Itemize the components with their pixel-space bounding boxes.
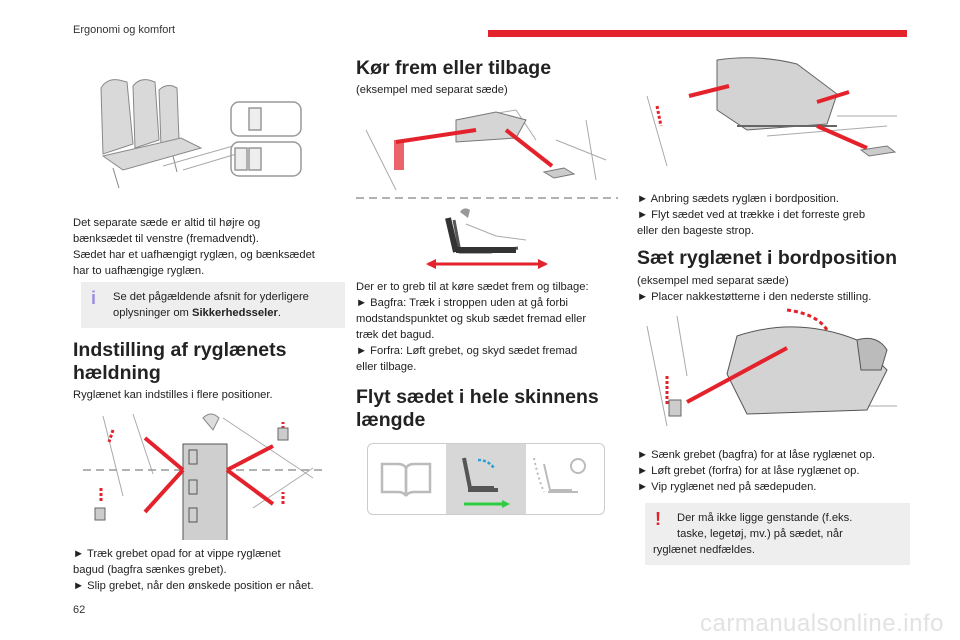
backrest-positions-text: Ryglænet kan indstilles i flere position… xyxy=(73,389,273,401)
section-heading-table-position: Sæt ryglænet i bordposition xyxy=(637,247,898,269)
book-icon xyxy=(380,462,432,497)
watermark: carmanualsonline.info xyxy=(700,610,944,637)
seat-description-line: har to uafhængige ryglæn. xyxy=(73,265,205,277)
seat-bench-drawing xyxy=(100,79,203,189)
seat-recline-icon xyxy=(533,457,586,493)
slide-instruction: modstandspunktet og skub sædet fremad el… xyxy=(356,313,587,325)
fold-instruction: ► Sænk grebet (bagfra) for at låse ryglæ… xyxy=(637,449,876,461)
info-icon: i xyxy=(91,288,97,308)
section-heading-full-rail-cont: længde xyxy=(356,409,426,431)
seats-overview-illustration xyxy=(100,79,302,189)
slide-instruction: ► Forfra: Løft grebet, og skyd sædet fre… xyxy=(356,345,578,357)
info-note-line: oplysninger om Sikkerhedsseler. xyxy=(113,307,281,319)
header-accent-bar xyxy=(488,30,907,37)
warning-line: ryglænet nedfældes. xyxy=(653,544,755,556)
slide-instruction: ► Bagfra: Træk i stroppen uden at gå for… xyxy=(356,297,568,309)
seatbelts-reference: Sikkerhedsseler xyxy=(191,307,278,319)
warning-icon: ! xyxy=(655,509,661,529)
seat-slide-illustration xyxy=(356,109,618,269)
table-position-slide-illustration xyxy=(646,57,897,167)
example-caption: (eksempel med separat sæde) xyxy=(637,275,789,287)
lever-instruction: bagud (bagfra sænkes grebet). xyxy=(73,564,227,576)
warning-note: ! Der må ikke ligge genstande (f.eks. ta… xyxy=(645,503,910,565)
warning-line: taske, legetøj, mv.) på sædet, når xyxy=(677,528,843,540)
section-heading-backrest-tilt: Indstilling af ryglænets xyxy=(73,339,287,361)
info-note: i Se det pågældende afsnit for yderliger… xyxy=(81,282,345,328)
page-header-title: Ergonomi og komfort xyxy=(73,24,176,36)
slide-instruction: træk det bagud. xyxy=(356,329,435,341)
section-heading-backrest-tilt-cont: hældning xyxy=(73,362,161,384)
pictogram-strip xyxy=(367,443,605,515)
backrest-fold-illustration xyxy=(646,308,897,427)
example-caption: (eksempel med separat sæde) xyxy=(356,84,508,96)
van-layout-diagram xyxy=(230,101,302,177)
section-heading-full-rail: Flyt sædet i hele skinnens xyxy=(356,386,599,408)
seat-slide-icon xyxy=(462,457,510,508)
table-position-instruction: ► Anbring sædets ryglæn i bordposition. xyxy=(637,193,839,205)
lever-instruction: ► Træk grebet opad for at vippe ryglænet xyxy=(73,548,281,560)
backrest-lever-illustration xyxy=(83,413,323,540)
seat-description-line: Sædet har et uafhængigt ryglæn, og bænks… xyxy=(73,249,315,261)
fold-instruction: ► Vip ryglænet ned på sædepuden. xyxy=(637,481,817,493)
fold-instruction: ► Løft grebet (forfra) for at låse ryglæ… xyxy=(637,465,860,477)
headrest-instruction: ► Placer nakkestøtterne i den nederste s… xyxy=(637,291,872,303)
table-position-instruction: ► Flyt sædet ved at trække i det forrest… xyxy=(637,209,866,221)
slide-instruction: eller tilbage. xyxy=(356,361,417,373)
seat-description-line: Det separate sæde er altid til højre og xyxy=(73,217,261,229)
info-note-line: Se det pågældende afsnit for yderligere xyxy=(113,291,309,303)
section-heading-forward-backward: Kør frem eller tilbage xyxy=(356,57,552,79)
table-position-instruction: eller den bageste strop. xyxy=(637,225,754,237)
slide-instruction: Der er to greb til at køre sædet frem og… xyxy=(356,281,589,293)
lever-instruction: ► Slip grebet, når den ønskede position … xyxy=(73,580,314,592)
seat-description-line: bænksædet til venstre (fremadvendt). xyxy=(73,233,259,245)
warning-line: Der må ikke ligge genstande (f.eks. xyxy=(677,512,853,524)
page-number: 62 xyxy=(73,604,86,616)
